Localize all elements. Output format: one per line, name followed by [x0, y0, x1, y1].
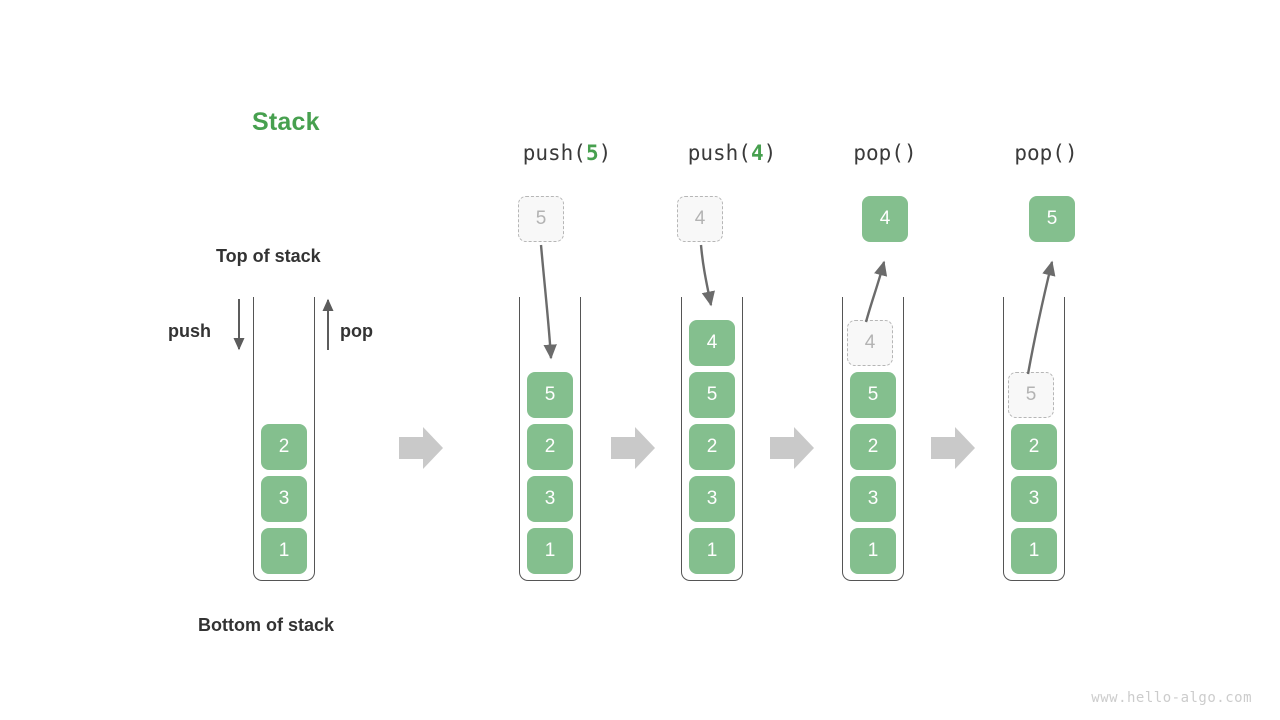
stack-box: 2	[850, 424, 896, 470]
op-header-pop-1: pop()	[853, 141, 917, 165]
transition-arrow-icon	[770, 427, 814, 469]
stack-box: 2	[527, 424, 573, 470]
stack-tube-pop-2	[1003, 297, 1065, 581]
stack-box: 5	[689, 372, 735, 418]
label-pop: pop	[340, 321, 373, 341]
stack-box: 3	[689, 476, 735, 522]
stack-box: 3	[1011, 476, 1057, 522]
stack-box: 3	[850, 476, 896, 522]
page-title: Stack	[252, 108, 320, 136]
stack-tube-push-5	[519, 297, 581, 581]
stack-box: 1	[850, 528, 896, 574]
stack-box: 2	[1011, 424, 1057, 470]
stack-box: 5	[850, 372, 896, 418]
op-header-push-4: push(4)	[687, 141, 777, 165]
stack-box: 1	[689, 528, 735, 574]
label-push: push	[168, 321, 211, 341]
stack-box: 4	[689, 320, 735, 366]
floating-box-popped: 5	[1029, 196, 1075, 242]
label-top-of-stack: Top of stack	[216, 246, 321, 266]
stack-box: 3	[527, 476, 573, 522]
stack-box: 3	[261, 476, 307, 522]
floating-box-ghost: 4	[677, 196, 723, 242]
stack-box: 1	[527, 528, 573, 574]
op-header-pop-2: pop()	[1014, 141, 1078, 165]
ghost-box-in-stack: 4	[847, 320, 893, 366]
floating-box-ghost: 5	[518, 196, 564, 242]
stack-box: 5	[527, 372, 573, 418]
op-header-push-5: push(5)	[522, 141, 612, 165]
stack-tube-initial	[253, 297, 315, 581]
ghost-box-in-stack: 5	[1008, 372, 1054, 418]
stack-box: 2	[261, 424, 307, 470]
stack-box: 2	[689, 424, 735, 470]
stack-tube-push-4	[681, 297, 743, 581]
watermark: www.hello-algo.com	[1091, 690, 1252, 706]
label-bottom-of-stack: Bottom of stack	[198, 615, 335, 635]
transition-arrow-icon	[611, 427, 655, 469]
stack-box: 1	[1011, 528, 1057, 574]
stack-box: 1	[261, 528, 307, 574]
transition-arrow-icon	[931, 427, 975, 469]
floating-box-popped: 4	[862, 196, 908, 242]
transition-arrow-icon	[399, 427, 443, 469]
push-4-motion-arrow-icon	[699, 244, 715, 307]
stack-tube-pop-1	[842, 297, 904, 581]
